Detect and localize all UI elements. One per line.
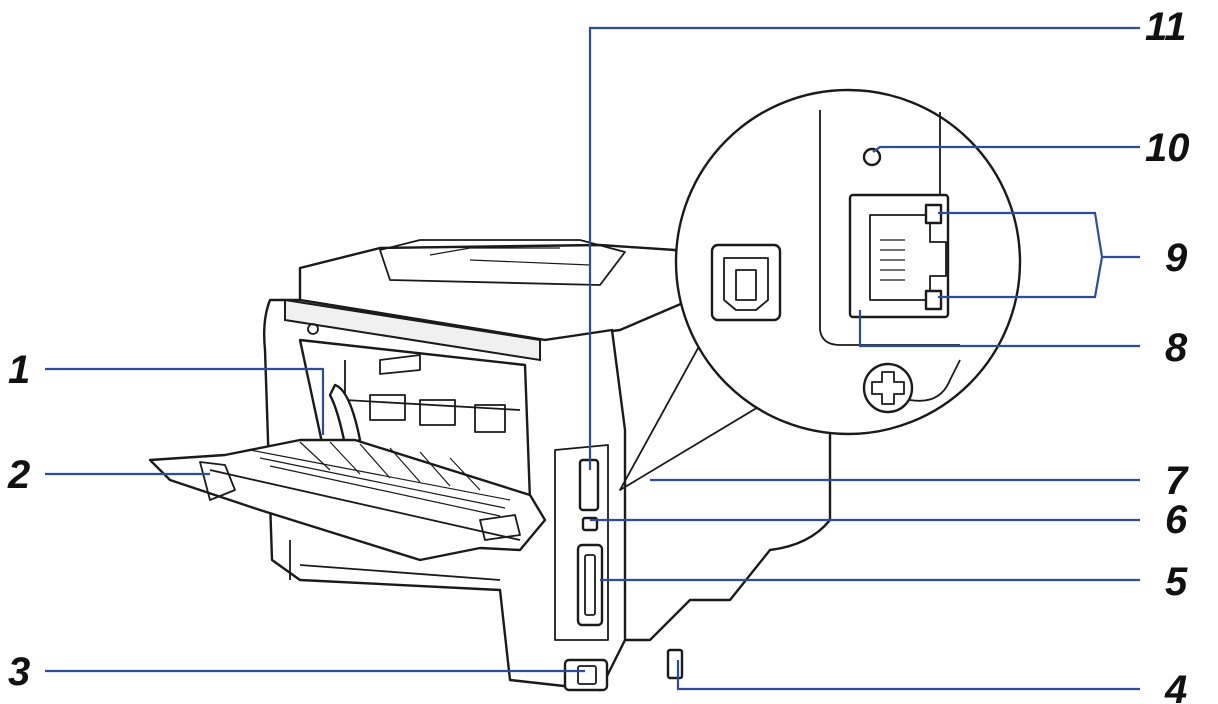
back-cover-panel xyxy=(284,298,541,362)
link-led-bottom xyxy=(924,289,943,311)
callout-1: 1 xyxy=(8,348,30,392)
tray-ribs xyxy=(249,441,511,517)
callout-6: 6 xyxy=(1165,498,1188,542)
leader-8 xyxy=(858,310,1140,348)
leader-1 xyxy=(45,367,325,435)
usb-b-connector xyxy=(710,243,782,322)
printer-body xyxy=(148,239,832,692)
callout-9: 9 xyxy=(1165,236,1188,280)
parallel-connector xyxy=(576,543,604,627)
callout-10: 10 xyxy=(1145,126,1190,170)
detail-magnifier xyxy=(619,88,1022,491)
output-tray-opened xyxy=(148,438,547,562)
leader-lines xyxy=(45,26,1140,691)
power-switch xyxy=(666,648,684,680)
callout-5: 5 xyxy=(1165,560,1188,604)
magnifier-circle xyxy=(674,88,1022,436)
callout-labels: 1 2 3 4 5 6 7 8 9 10 11 xyxy=(7,5,1190,704)
leader-9-bracket xyxy=(938,211,1104,299)
callout-2: 2 xyxy=(7,453,30,497)
status-led xyxy=(862,147,882,167)
thumb-screw xyxy=(862,362,914,414)
leader-10 xyxy=(872,145,1140,153)
callout-7: 7 xyxy=(1165,459,1189,503)
callout-11: 11 xyxy=(1145,5,1187,49)
leader-4 xyxy=(676,660,1140,691)
top-output-tray xyxy=(379,239,626,286)
leader-11 xyxy=(588,26,1140,470)
callout-3: 3 xyxy=(8,650,30,694)
magnifier-pointer xyxy=(619,289,771,491)
callout-4: 4 xyxy=(1164,668,1187,704)
power-socket xyxy=(563,658,609,692)
callout-8: 8 xyxy=(1165,326,1188,370)
